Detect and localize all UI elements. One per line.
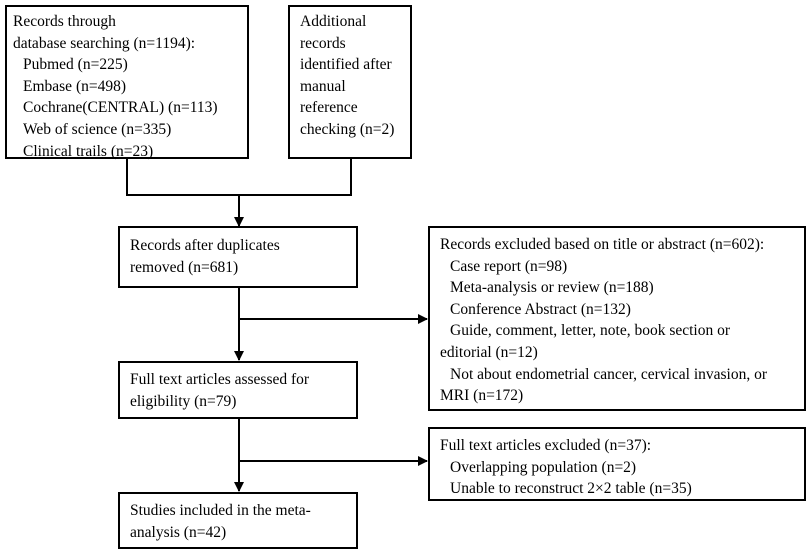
database-search-box: Records through database searching (n=11… bbox=[5, 5, 249, 160]
additional-line-3: identified after bbox=[300, 56, 392, 74]
excluded-heading: Records excluded based on title or abstr… bbox=[440, 236, 765, 253]
included-line-1: Studies included in the meta- bbox=[130, 502, 311, 519]
fulltext-excluded-overlapping: Overlapping population (n=2) bbox=[450, 458, 637, 476]
excluded-meta-analysis: Meta-analysis or review (n=188) bbox=[450, 279, 654, 297]
after-duplicates-box: Records after duplicates removed (n=681) bbox=[118, 226, 358, 288]
assessed-line-2: eligibility (n=79) bbox=[130, 392, 237, 410]
after-duplicates-line-1: Records after duplicates bbox=[130, 237, 280, 254]
additional-line-6: checking (n=2) bbox=[300, 120, 395, 138]
studies-included-box: Studies included in the meta- analysis (… bbox=[118, 492, 358, 549]
assessed-line-1: Full text articles assessed for bbox=[130, 371, 310, 388]
excluded-not-about-line-2: MRI (n=172) bbox=[440, 387, 524, 405]
excluded-guide-line-2: editorial (n=12) bbox=[440, 343, 538, 361]
included-line-2: analysis (n=42) bbox=[130, 523, 227, 541]
excluded-not-about-line-1: Not about endometrial cancer, cervical i… bbox=[450, 365, 768, 383]
fulltext-excluded-heading: Full text articles excluded (n=37): bbox=[440, 437, 652, 454]
full-text-assessed-box: Full text articles assessed for eligibil… bbox=[118, 361, 358, 419]
fulltext-excluded-table: Unable to reconstruct 2×2 table (n=35) bbox=[450, 480, 692, 498]
additional-line-1: Additional bbox=[300, 13, 367, 30]
additional-line-5: reference bbox=[300, 99, 358, 117]
db-clinical-trials: Clinical trails (n=23) bbox=[23, 142, 154, 160]
db-heading-2: database searching (n=1194): bbox=[13, 34, 196, 52]
excluded-guide-line-1: Guide, comment, letter, note, book secti… bbox=[450, 322, 731, 340]
db-heading-1: Records through bbox=[13, 13, 116, 30]
excluded-title-abstract-box: Records excluded based on title or abstr… bbox=[428, 226, 806, 411]
excluded-conference-abstract: Conference Abstract (n=132) bbox=[450, 300, 631, 318]
db-cochrane: Cochrane(CENTRAL) (n=113) bbox=[23, 99, 218, 117]
db-web-of-science: Web of science (n=335) bbox=[23, 120, 172, 138]
excluded-case-report: Case report (n=98) bbox=[450, 257, 568, 275]
additional-records-box: Additional records identified after manu… bbox=[288, 5, 412, 159]
additional-line-4: manual bbox=[300, 77, 346, 95]
db-embase: Embase (n=498) bbox=[23, 77, 127, 95]
db-pubmed: Pubmed (n=225) bbox=[23, 56, 128, 74]
after-duplicates-line-2: removed (n=681) bbox=[130, 258, 239, 276]
additional-line-2: records bbox=[300, 34, 346, 52]
merge-connector bbox=[126, 158, 352, 196]
full-text-excluded-box: Full text articles excluded (n=37): Over… bbox=[428, 427, 806, 501]
